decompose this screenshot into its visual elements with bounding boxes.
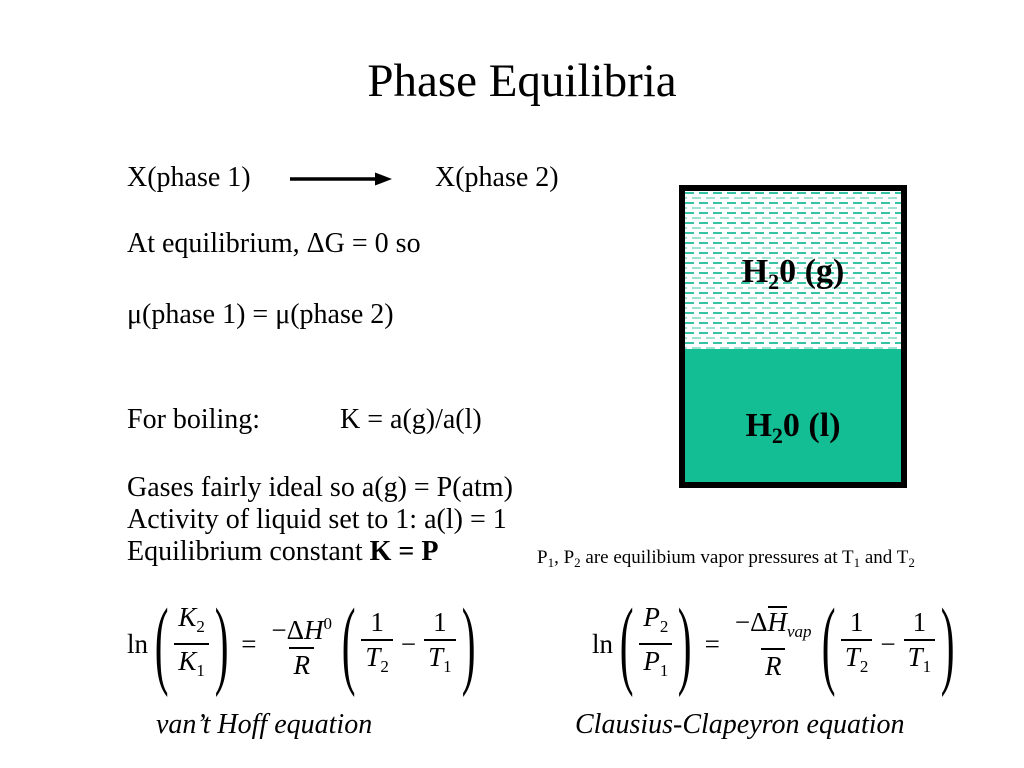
- boiling-label: For boiling:: [127, 404, 261, 435]
- k-equals-p: K = P: [369, 536, 439, 567]
- activity-line: Activity of liquid set to 1: a(l) = 1: [127, 504, 507, 535]
- close-paren: ): [678, 588, 692, 698]
- open-paren: (: [341, 588, 356, 698]
- open-paren: (: [821, 588, 836, 698]
- phase-diagram: H20 (g) H20 (l): [679, 185, 907, 488]
- clausius-clapeyron-formula: ln ( P2 P1 ) = −ΔHvap R ( 1 T2 − 1 T1 ): [592, 588, 955, 698]
- vant-hoff-caption: van’t Hoff equation: [156, 709, 373, 740]
- enthalpy-fraction: −ΔH0 R: [271, 613, 333, 680]
- close-paren: ): [940, 588, 955, 698]
- boiling-equation: K = a(g)/a(l): [340, 404, 482, 435]
- gases-line: Gases fairly ideal so a(g) = P(atm): [127, 472, 513, 503]
- gas-label: H20 (g): [741, 253, 845, 295]
- clausius-clapeyron-caption: Clausius-Clapeyron equation: [575, 709, 905, 740]
- phase1-text: X(phase 1): [127, 162, 251, 193]
- inverse-t1-fraction: 1 T1: [424, 606, 456, 683]
- liquid-label: H20 (l): [745, 407, 841, 449]
- inverse-t2-fraction: 1 T2: [361, 606, 393, 683]
- close-paren: ): [214, 588, 229, 698]
- vaporization-enthalpy-fraction: −ΔHvap R: [734, 605, 812, 681]
- inverse-t1-fraction: 1 T1: [903, 606, 936, 683]
- vapor-pressure-note: P1, P2 are equilibium vapor pressures at…: [537, 547, 915, 570]
- open-paren: (: [154, 588, 169, 698]
- slide-title: Phase Equilibria: [367, 55, 677, 107]
- gas-dash-pattern: [685, 191, 901, 349]
- p-ratio-fraction: P2 P1: [639, 601, 673, 687]
- gas-region: H20 (g): [685, 191, 901, 349]
- equilibrium-constant-line: Equilibrium constant K = P: [127, 536, 439, 567]
- liquid-region: H20 (l): [685, 349, 901, 482]
- right-arrow-icon: [290, 172, 392, 186]
- mu-line: μ(phase 1) = μ(phase 2): [127, 299, 394, 330]
- k-ratio-fraction: K2 K1: [174, 601, 209, 687]
- open-paren: (: [619, 588, 634, 698]
- equilibrium-line: At equilibrium, ΔG = 0 so: [127, 228, 421, 259]
- phase2-text: X(phase 2): [435, 162, 559, 193]
- close-paren: ): [461, 588, 476, 698]
- vant-hoff-formula: ln ( K2 K1 ) = −ΔH0 R ( 1 T2 − 1 T1 ): [127, 588, 476, 698]
- inverse-t2-fraction: 1 T2: [840, 606, 873, 683]
